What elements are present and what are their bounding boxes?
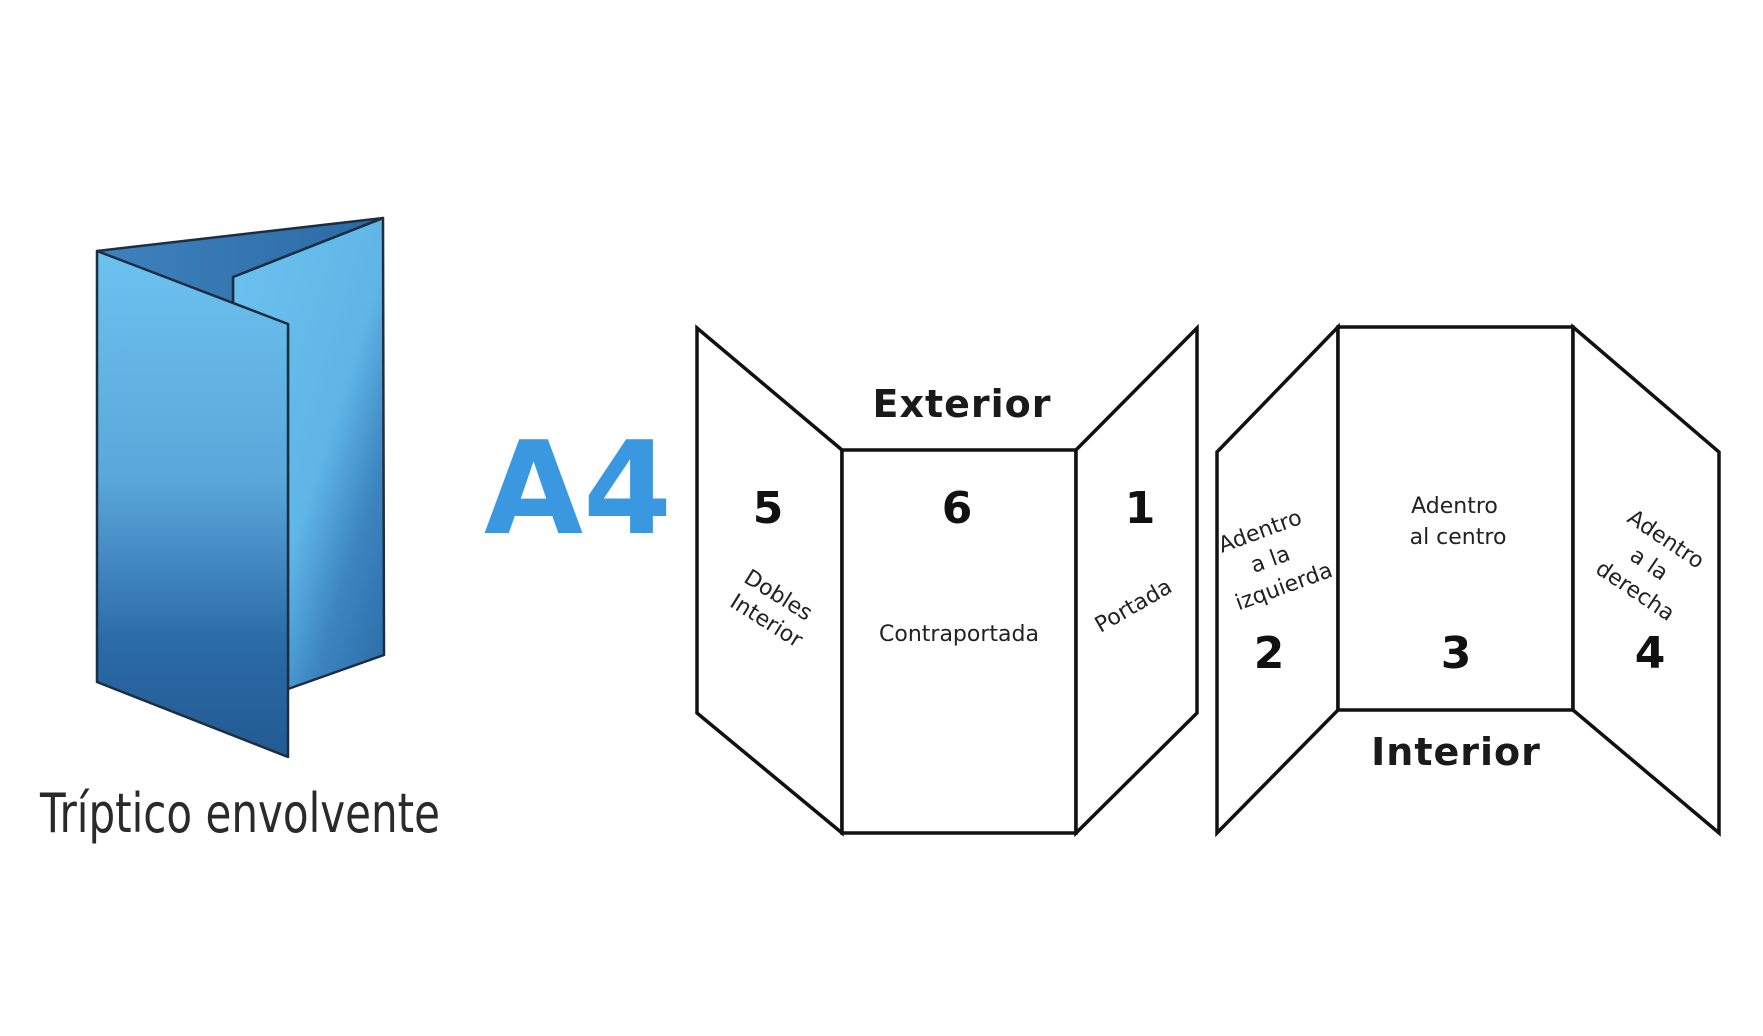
interior-right-panel [1571,323,1721,837]
exterior-panel-3-number: 1 [1125,483,1156,534]
interior-panel-1-number: 2 [1254,628,1285,679]
exterior-panel-2-number: 6 [942,483,973,534]
interior-panel-2-label: Adentro al centro [1410,494,1507,550]
exterior-title: Exterior [872,382,1051,426]
brochure-front-panel [95,249,290,759]
format-label: A4 [484,415,672,564]
interior-layout: Adentro a la izquierda 2 Adentro al cent… [1215,322,1721,838]
exterior-panel-1-number: 5 [753,483,784,534]
product-name: Tríptico envolvente [39,782,440,845]
exterior-panel-2-label: Contraportada [879,622,1039,647]
interior-title: Interior [1371,730,1541,774]
interior-panel-2-number: 3 [1441,628,1472,679]
brochure-illustration [95,216,386,759]
exterior-right-panel [1074,323,1199,838]
exterior-layout: Exterior 5 Dobles Interior 6 Contraporta… [695,323,1199,838]
interior-panel-3-number: 4 [1635,628,1666,679]
